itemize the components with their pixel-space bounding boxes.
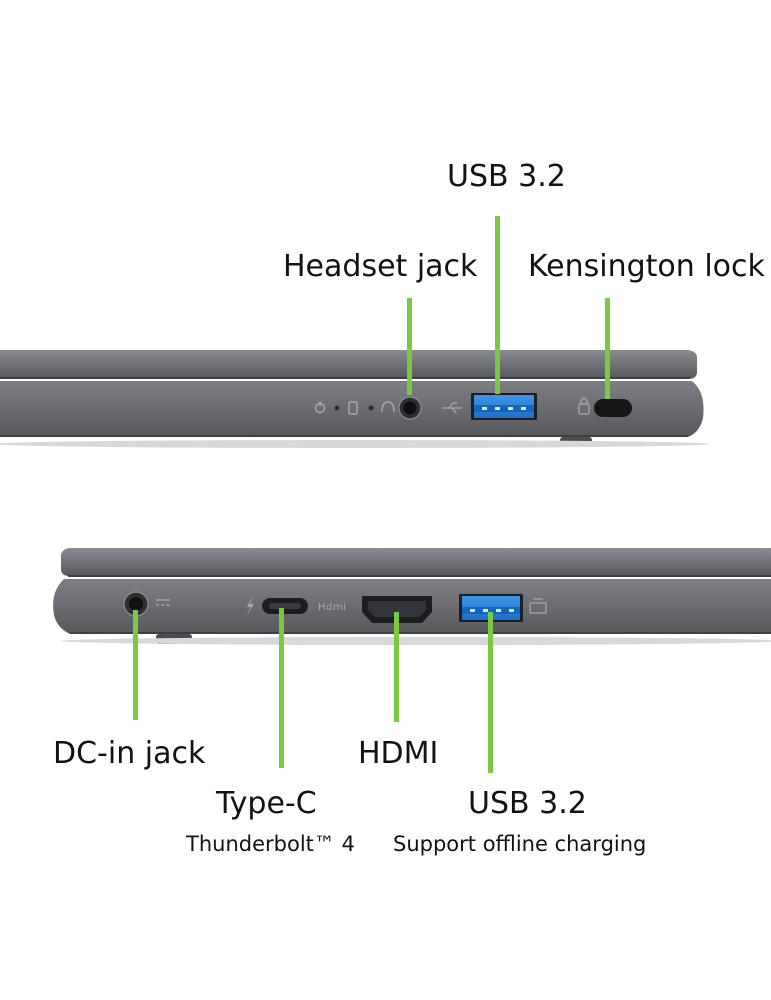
usb-port-right xyxy=(471,393,537,420)
dc-in-leader xyxy=(133,610,138,720)
dc-in-port xyxy=(123,591,149,617)
headset-icon xyxy=(381,401,395,413)
usb-charge-icon xyxy=(529,598,547,614)
usb-top-label: USB 3.2 xyxy=(447,159,566,194)
hdmi-label: HDMI xyxy=(358,736,439,771)
usb-bottom-leader xyxy=(488,612,493,773)
headset-jack-port xyxy=(398,396,422,420)
hdmi-logo-icon: Hdmi xyxy=(318,602,346,613)
type-c-leader xyxy=(279,608,284,768)
usb-top-leader xyxy=(495,216,500,394)
type-c-port xyxy=(262,598,308,614)
power-led xyxy=(334,405,340,411)
battery-led xyxy=(368,405,374,411)
kensington-leader xyxy=(605,298,610,399)
hdmi-leader xyxy=(394,612,399,722)
dc-in-label: DC-in jack xyxy=(53,736,206,771)
headset-jack-label: Headset jack xyxy=(283,249,478,284)
laptop-left-side: Hdmi xyxy=(53,548,771,645)
battery-led-icon xyxy=(348,401,358,415)
kensington-slot xyxy=(594,399,632,417)
lock-icon xyxy=(578,397,590,415)
laptop-right-side xyxy=(0,350,710,448)
type-c-sublabel: Thunderbolt™ 4 xyxy=(186,832,355,856)
usb-port-left xyxy=(459,594,523,622)
usb-symbol-icon xyxy=(442,402,462,414)
thunderbolt-icon xyxy=(246,596,254,617)
dc-symbol-icon xyxy=(156,599,170,606)
usb-bottom-sublabel: Support offline charging xyxy=(393,832,647,856)
type-c-label: Type-C xyxy=(216,786,317,821)
kensington-lock-label: Kensington lock xyxy=(528,249,765,284)
usb-bottom-label: USB 3.2 xyxy=(468,786,587,821)
power-led-icon xyxy=(314,401,326,414)
headset-leader xyxy=(407,298,412,395)
hdmi-port xyxy=(362,596,432,623)
